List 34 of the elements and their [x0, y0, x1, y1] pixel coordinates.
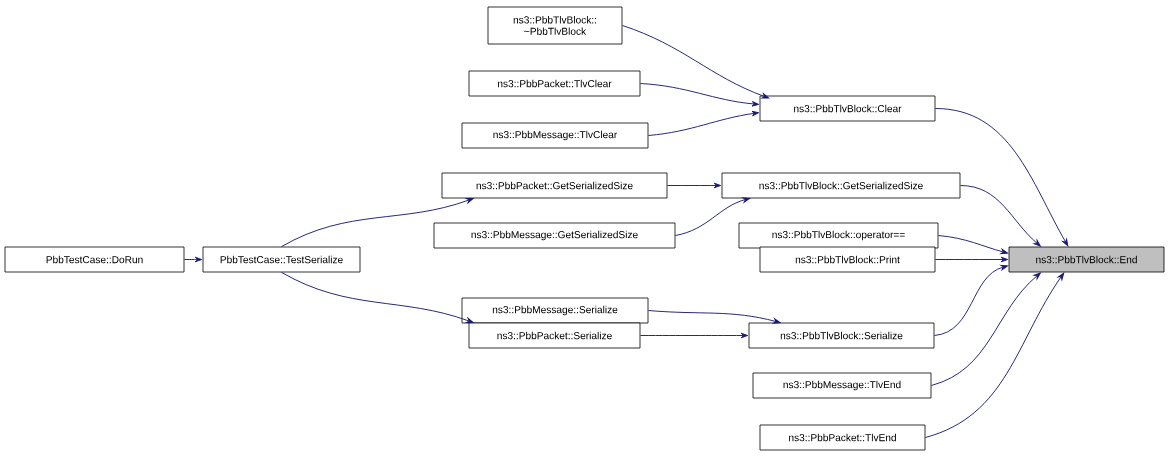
arrow	[959, 185, 1041, 247]
function-box: ns3::PbbTlvBlock::Clear	[759, 95, 936, 122]
function-box: ns3::PbbTlvBlock::Serialize	[748, 322, 935, 349]
function-box: ns3::PbbPacket::TlvEnd	[759, 424, 926, 451]
arrow	[934, 256, 1009, 263]
arrow	[281, 271, 474, 323]
arrow	[639, 332, 749, 339]
arrow	[647, 310, 781, 324]
function-box: ns3::PbbTlvBlock::Print	[759, 246, 936, 273]
function-box: ns3::PbbMessage::TlvEnd	[752, 372, 932, 399]
arrow	[934, 108, 1069, 247]
arrow	[674, 197, 751, 236]
function-box-highlighted: ns3::PbbTlvBlock::End	[1008, 246, 1165, 273]
function-box: ns3::PbbTlvBlock::operator==	[738, 222, 939, 249]
function-box: PbbTestCase::TestSerialize	[202, 246, 361, 273]
arrow	[930, 272, 1041, 386]
arrow	[281, 198, 474, 248]
arrow	[639, 83, 760, 107]
arrow	[937, 235, 1009, 255]
function-box: ns3::PbbPacket::Serialize	[468, 322, 641, 349]
function-box: ns3::PbbPacket::TlvClear	[468, 70, 641, 97]
function-box: ns3::PbbTlvBlock::GetSerializedSize	[721, 172, 961, 199]
arrow	[647, 110, 760, 136]
arrow	[666, 182, 722, 189]
function-box: ns3::PbbPacket::GetSerializedSize	[441, 172, 668, 199]
arrow	[621, 25, 770, 99]
function-box: ns3::PbbTlvBlock:: ~PbbTlvBlock	[487, 6, 623, 45]
arrow	[933, 264, 1009, 336]
function-box: ns3::PbbMessage::GetSerializedSize	[433, 222, 676, 249]
arrow	[183, 256, 203, 263]
function-box: PbbTestCase::DoRun	[4, 246, 185, 273]
function-box: ns3::PbbMessage::TlvClear	[461, 122, 649, 149]
function-box: ns3::PbbMessage::Serialize	[461, 297, 649, 324]
arrow	[924, 272, 1065, 438]
